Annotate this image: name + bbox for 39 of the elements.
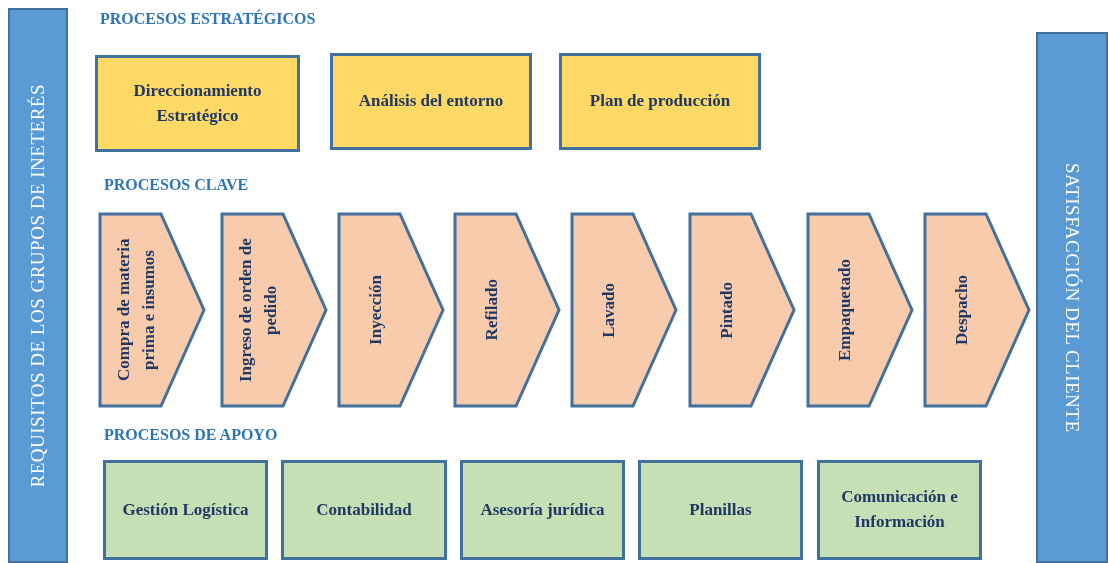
process-box [638,460,803,560]
process-label: Despacho [950,275,972,345]
band-label: REQUISITOS DE LOS GRUPOS DE INETERÉS [26,83,50,488]
process-label: Contabilidad [316,498,412,521]
process-label: Lavado [597,282,619,338]
side-band [1036,32,1108,563]
process-box [103,460,268,560]
process-label: Gestión Logística [122,498,249,521]
process-box [95,55,300,152]
section-heading: PROCESOS DE APOYO [104,426,278,444]
process-step [98,212,206,408]
side-band [8,8,68,563]
process-step [220,212,328,408]
process-box [281,460,447,560]
process-label: Compra de materia prima e insumos [113,237,159,384]
process-label: Inyección [364,275,386,345]
process-box [330,53,532,150]
process-step [688,212,796,408]
process-box [817,460,982,560]
process-step [453,212,561,408]
process-label: Asesoría jurídica [480,498,605,521]
process-label: Comunicación e Información [840,486,959,533]
process-label: Direccionamiento Estratégico [132,79,263,127]
process-label: Refilado [480,279,502,341]
process-label: Análisis del entorno [358,90,504,113]
process-label: Empaquetado [833,259,855,361]
section-heading: PROCESOS ESTRATÉGICOS [100,10,316,28]
section-heading: PROCESOS CLAVE [104,176,249,194]
process-box [559,53,761,150]
band-label: SATISFACCIÓN DEL CLIENTE [1060,162,1084,433]
process-step [806,212,914,408]
process-box [460,460,625,560]
process-step [337,212,445,408]
process-label: Planillas [689,498,752,521]
process-step [570,212,678,408]
process-step [923,212,1031,408]
process-label: Ingreso de orden de pedido [235,237,281,384]
process-label: Plan de producción [589,90,731,113]
process-label: Pintado [715,281,737,339]
